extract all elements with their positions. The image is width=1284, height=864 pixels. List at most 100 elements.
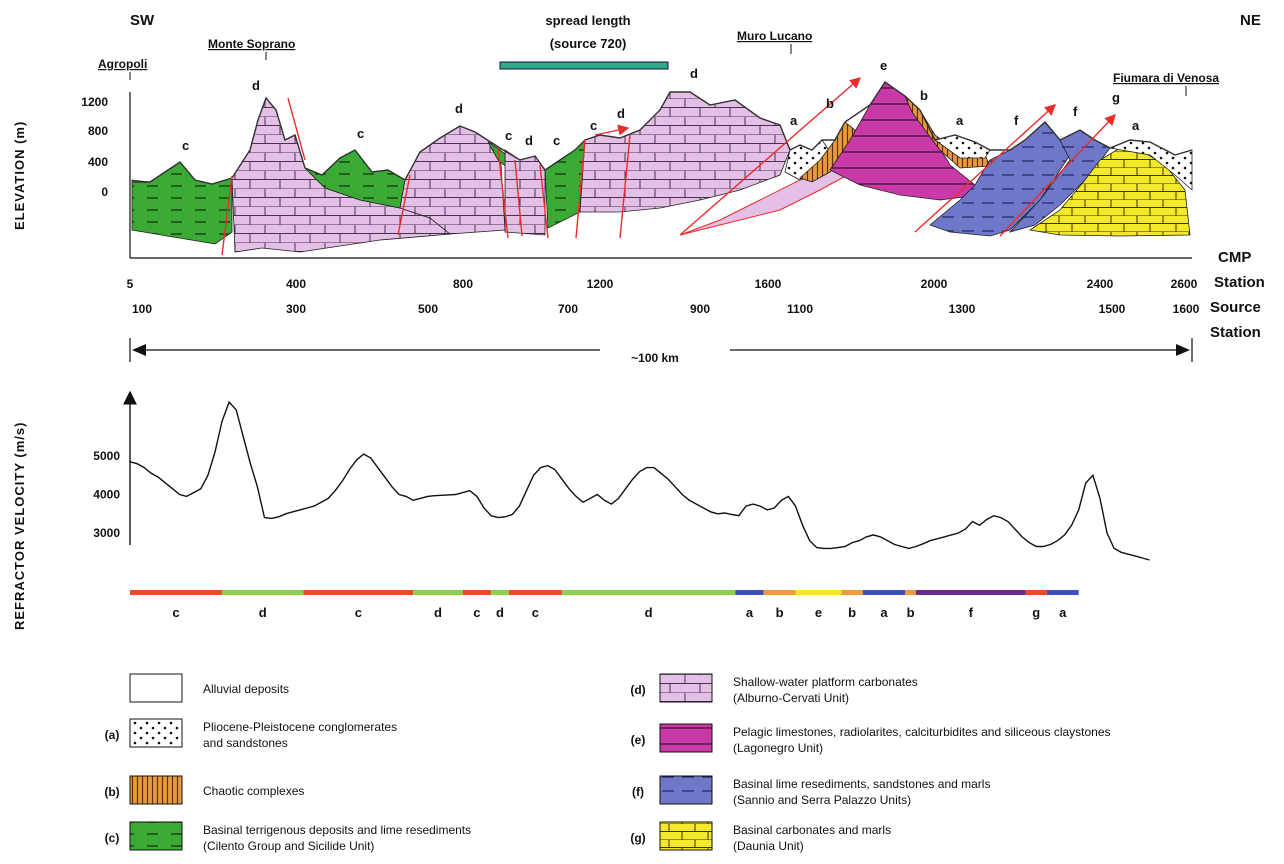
legend-key: (e) [631, 733, 646, 747]
unit-segment-label: c [355, 605, 362, 620]
fault-lines [221, 77, 1116, 256]
cmp-tick: 5 [127, 277, 134, 291]
unit-segment-c [130, 590, 223, 595]
unit-b-chaotic-1 [799, 121, 856, 183]
section-letter: c [357, 126, 364, 141]
unit-segment-label: b [907, 605, 915, 620]
legend-swatch-dots [129, 718, 183, 748]
source-tick: 1300 [949, 302, 976, 316]
velocity-y-ticks: 5000 4000 3000 [93, 449, 120, 540]
section-letter: a [1132, 118, 1140, 133]
legend-subtext: (Daunia Unit) [733, 839, 804, 853]
velocity-y-tick: 3000 [93, 526, 120, 540]
unit-segment-label: b [848, 605, 856, 620]
legend-key: (g) [630, 831, 645, 845]
cmp-tick: 800 [453, 277, 473, 291]
unit-segment-label: d [259, 605, 267, 620]
unit-segment-c [303, 590, 414, 595]
unit-segment-b [841, 590, 863, 595]
source-tick: 500 [418, 302, 438, 316]
unit-segment-label: d [434, 605, 442, 620]
legend-text: Basinal terrigenous deposits and lime re… [203, 823, 471, 837]
elev-tick-0: 0 [101, 185, 108, 199]
legend-item-basinal-blue: (f)Basinal lime resediments, sandstones … [632, 775, 990, 807]
legend-text: Pliocene-Pleistocene conglomerates [203, 720, 397, 734]
unit-segment-b [763, 590, 796, 595]
legend-swatch-alluvial [129, 673, 183, 703]
source-tick: 900 [690, 302, 710, 316]
cmp-tick: 1200 [587, 277, 614, 291]
cmp-tick: 400 [286, 277, 306, 291]
legend-key: (a) [105, 728, 120, 742]
cmp-tick: 2000 [921, 277, 948, 291]
unit-segment-d [491, 590, 509, 595]
legend-text: Chaotic complexes [203, 784, 304, 798]
legend-subtext: (Alburno-Cervati Unit) [733, 691, 849, 705]
velocity-series-line [129, 400, 1150, 561]
unit-segment-b [905, 590, 916, 595]
legend-key: (c) [105, 831, 120, 845]
source-tick: 300 [286, 302, 306, 316]
unit-segment-d [222, 590, 304, 595]
unit-d-platform [579, 91, 791, 213]
section-letter: a [956, 113, 964, 128]
legend-item-platform: (d)Shallow-water platform carbonates(Alb… [630, 673, 918, 705]
section-letter: d [252, 78, 260, 93]
section-letter: c [505, 128, 512, 143]
velocity-y-tick: 4000 [93, 488, 120, 502]
unit-segment-label: a [1059, 605, 1067, 620]
cmp-station-label: Station [1214, 274, 1265, 291]
unit-segment-bar [130, 590, 1079, 595]
cmp-tick: 1600 [755, 277, 782, 291]
legend-text: Basinal lime resediments, sandstones and… [733, 777, 990, 791]
refractor-velocity-chart: REFRACTOR VELOCITY (m/s) 5000 4000 3000 c d… [12, 390, 1150, 630]
unit-segment-a [1046, 590, 1079, 595]
source-station-label: Station [1210, 324, 1261, 341]
section-letter: f [1073, 104, 1078, 119]
spread-length-bar [499, 61, 669, 70]
source-label: Source [1210, 299, 1261, 316]
ne-label: NE [1240, 12, 1261, 29]
section-letter: e [880, 58, 887, 73]
place-muro-lucano: Muro Lucano [737, 29, 812, 43]
unit-segment-c [462, 590, 492, 595]
section-letter: d [455, 101, 463, 116]
unit-segment-label: a [880, 605, 888, 620]
unit-segment-d [561, 590, 736, 595]
topography-line [132, 81, 1193, 185]
spread-length-source: (source 720) [550, 36, 627, 51]
velocity-y-tick: 5000 [93, 449, 120, 463]
legend-subtext: (Lagonegro Unit) [733, 741, 823, 755]
unit-segment-label: f [969, 605, 974, 620]
legend-subtext: (Sannio and Serra Palazzo Units) [733, 793, 911, 807]
unit-segment-label: b [776, 605, 784, 620]
legend-subtext: (Cilento Group and Sicilide Unit) [203, 839, 374, 853]
unit-segment-g [1025, 590, 1047, 595]
legend-key: (d) [630, 683, 645, 697]
section-letter: c [590, 118, 597, 133]
unit-segment-label: d [496, 605, 504, 620]
spread-length-label: spread length [545, 13, 630, 28]
sw-label: SW [130, 12, 155, 29]
legend-text: Pelagic limestones, radiolarites, calcit… [733, 725, 1111, 739]
section-letter: c [182, 138, 189, 153]
legend-item-basinal-green: (c) Basinal terrigenous deposits and lime… [105, 821, 471, 853]
unit-segment-d [413, 590, 463, 595]
unit-segment-label: c [172, 605, 179, 620]
cmp-ticks: 5 400 800 1200 1600 2000 2400 2600 [127, 277, 1198, 291]
unit-segment-label: g [1032, 605, 1040, 620]
section-letter: f [1014, 113, 1019, 128]
legend-text: Alluvial deposits [203, 682, 289, 696]
legend-text: Basinal carbonates and marls [733, 823, 891, 837]
section-letter: d [617, 106, 625, 121]
section-unit-letters: c d c d c d c d c c d d a b e b a f f g … [182, 58, 1140, 153]
velocity-axis-label: REFRACTOR VELOCITY (m/s) [12, 422, 27, 630]
unit-segment-c [508, 590, 562, 595]
legend-swatch-pelagic [659, 723, 713, 753]
unit-segment-label: e [815, 605, 822, 620]
unit-segment-label: c [473, 605, 480, 620]
source-tick: 1100 [787, 302, 813, 316]
cmp-tick: 2400 [1087, 277, 1114, 291]
elevation-axis-label: ELEVATION (m) [12, 121, 27, 230]
